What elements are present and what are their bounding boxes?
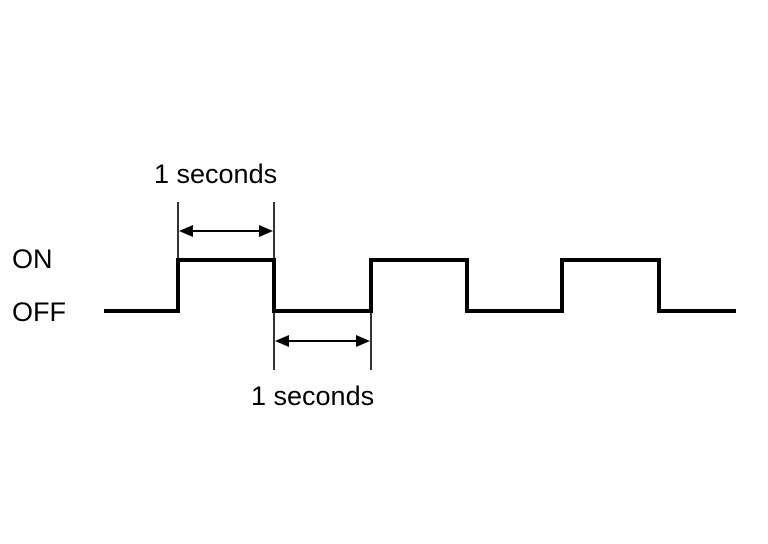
- off-duration-dimension: 1 seconds: [251, 313, 374, 411]
- on-duration-left-arrowhead: [179, 225, 193, 237]
- signal-waveform: [104, 258, 736, 313]
- on-duration-right-arrowhead: [259, 225, 273, 237]
- on-duration-dimension: 1 seconds: [154, 159, 277, 258]
- on-level-label: ON: [12, 244, 53, 274]
- off-level-label: OFF: [12, 297, 66, 327]
- on-duration-label: 1 seconds: [154, 159, 277, 189]
- off-duration-right-arrowhead: [356, 335, 370, 347]
- off-duration-left-arrowhead: [275, 335, 289, 347]
- off-duration-label: 1 seconds: [251, 381, 374, 411]
